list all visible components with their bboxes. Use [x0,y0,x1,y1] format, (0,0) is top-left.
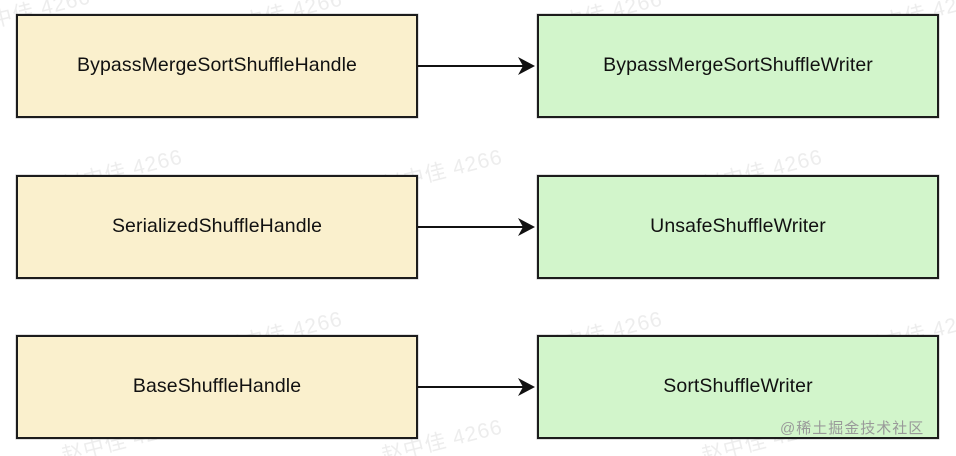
node-bypass-writer[interactable]: BypassMergeSortShuffleWriter [537,14,939,118]
node-label: BypassMergeSortShuffleWriter [603,54,873,77]
node-label: BaseShuffleHandle [132,375,302,398]
node-label: UnsafeShuffleWriter [650,215,826,238]
arrow-head [518,218,535,236]
node-label: SerializedShuffleHandle [111,215,323,238]
node-label: SortShuffleWriter [663,375,813,398]
arrow-edge-serialized [404,213,549,241]
node-serialized-handle[interactable]: SerializedShuffleHandle [16,175,418,279]
node-sort-writer[interactable]: SortShuffleWriter [537,335,939,439]
node-label: BypassMergeSortShuffleHandle [77,54,357,77]
node-bypass-handle[interactable]: BypassMergeSortShuffleHandle [16,14,418,118]
arrow-edge-base [404,373,549,401]
attribution-watermark: @稀土掘金技术社区 [780,420,925,437]
node-base-handle[interactable]: BaseShuffleHandle [16,335,418,439]
node-unsafe-writer[interactable]: UnsafeShuffleWriter [537,175,939,279]
arrow-head [518,378,535,396]
arrow-head [518,57,535,75]
arrow-edge-bypass [404,52,549,80]
